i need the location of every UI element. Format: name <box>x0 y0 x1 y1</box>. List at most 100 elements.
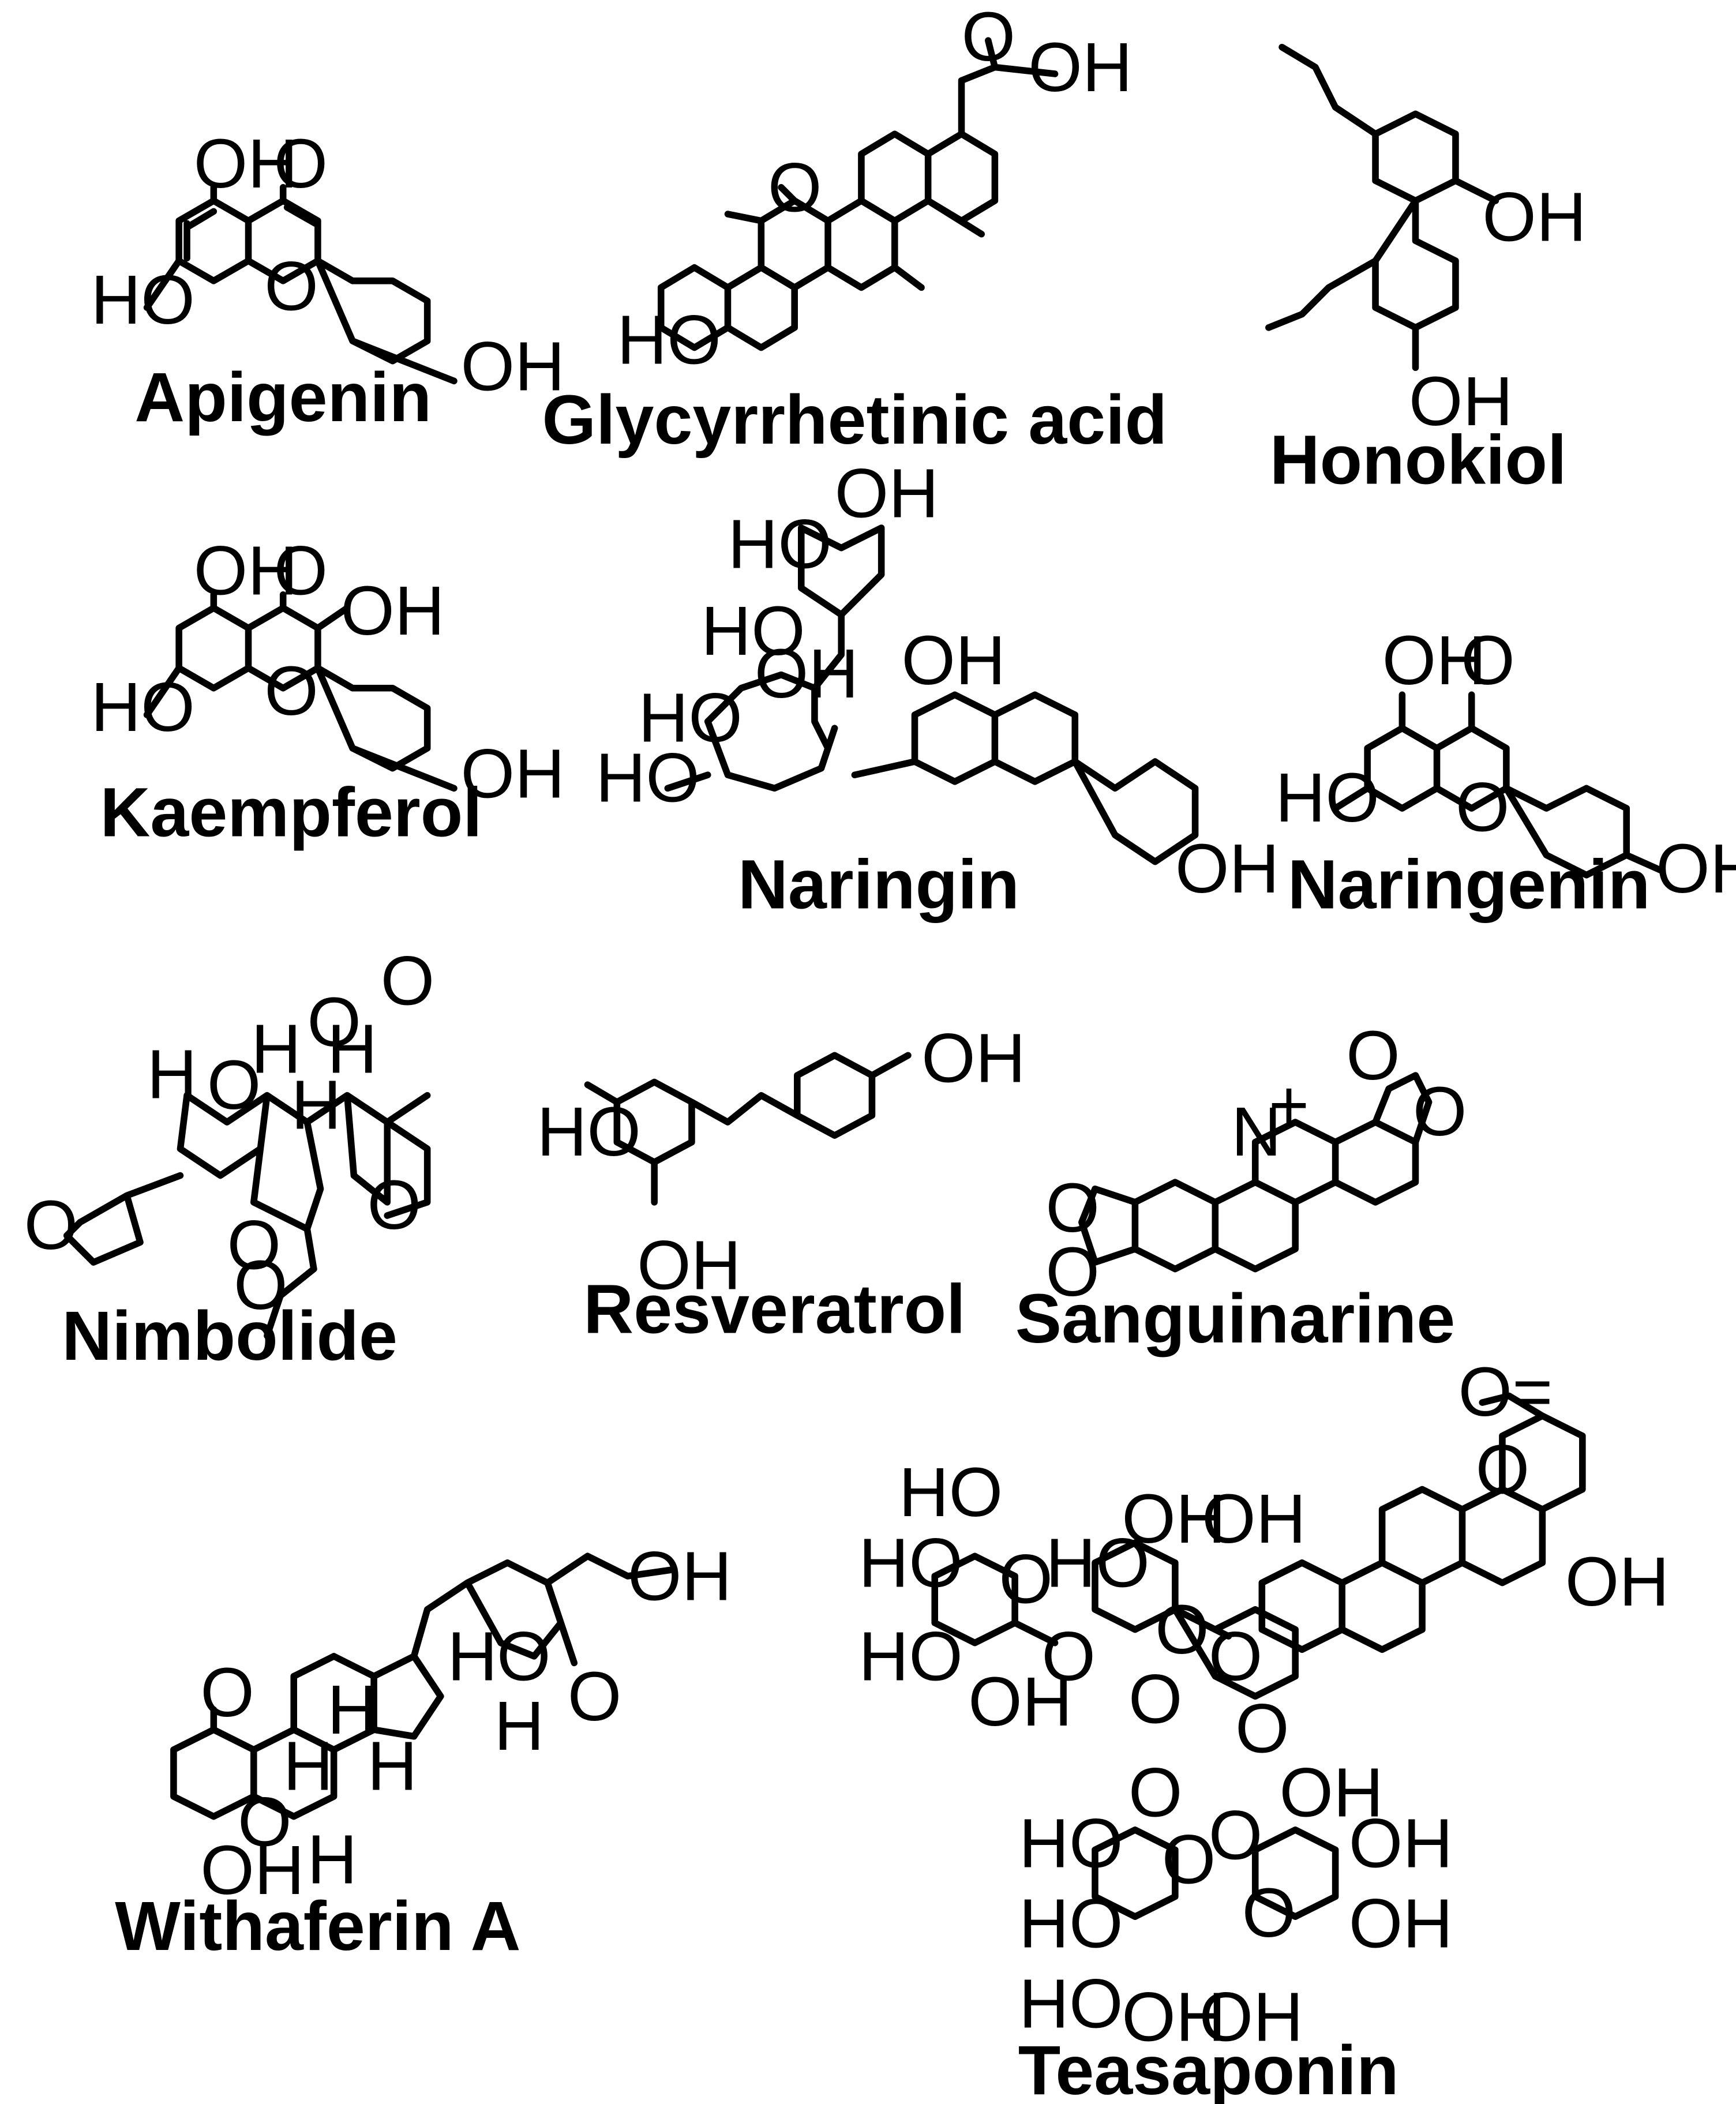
compound-name-withaferin-a: Withaferin A <box>115 1887 520 1965</box>
compound-name-naringin: Naringin <box>738 846 1019 924</box>
atom-ho: HO <box>728 505 832 583</box>
atom-ho: HO <box>1019 1884 1123 1962</box>
atom-o: O <box>200 1653 254 1731</box>
atom-o: O <box>1413 1072 1467 1150</box>
compound-name-nimbolide: Nimbolide <box>62 1297 398 1375</box>
atom-oh: OH <box>1199 1978 1304 2056</box>
atom-o: O <box>1128 1754 1183 1832</box>
atom-oh: OH <box>968 1663 1073 1741</box>
atom-o: O <box>497 1618 551 1696</box>
atom-o: O <box>273 125 328 202</box>
atom-o: O <box>568 1657 622 1735</box>
atom-o: O <box>962 0 1016 76</box>
atom-o: O <box>1346 1017 1400 1094</box>
atom-o: O <box>1045 1233 1100 1311</box>
atom-oh: OH <box>461 735 565 813</box>
atom-o: O <box>1209 1618 1263 1696</box>
atom-oh: OH <box>637 1226 741 1304</box>
atom-o: O <box>234 1246 288 1324</box>
atom-o: O <box>207 1046 261 1124</box>
atom-h: H <box>327 1010 377 1087</box>
atom-ho: HO <box>91 261 195 339</box>
atom-h: H <box>291 1066 342 1144</box>
atom-o: O <box>1242 1874 1296 1952</box>
structure-resveratrol: HO OH OH Resveratrol <box>537 1019 1025 1348</box>
structure-withaferin-a: OH O O H H O H H H O OH H Withaferin A <box>115 1537 732 1965</box>
compound-name-apigenin: Apigenin <box>134 358 432 436</box>
atom-oh: OH <box>901 621 1006 699</box>
atom-oh: OH <box>200 1831 305 1909</box>
atom-o: O <box>273 532 328 610</box>
atom-ho: HO <box>537 1093 641 1171</box>
atom-oh: OH <box>835 454 939 532</box>
atom-charge: + <box>1269 1066 1309 1144</box>
compound-name-sanguinarine: Sanguinarine <box>1015 1280 1455 1357</box>
atom-oh: OH <box>1656 830 1736 907</box>
atom-o: O <box>227 1206 281 1284</box>
atom-oh: OH <box>194 532 298 610</box>
compound-name-honokiol: Honokiol <box>1270 421 1567 499</box>
compound-name-resveratrol: Resveratrol <box>583 1270 965 1348</box>
atom-o: O <box>24 1186 78 1264</box>
atom-ho: HO <box>91 668 195 746</box>
compound-name-glycyrrhetinic-acid: Glycyrrhetinic acid <box>542 381 1167 459</box>
atom-oh: OH <box>1349 1884 1453 1962</box>
atom-h: H <box>368 1727 418 1805</box>
atom-oh: OH <box>1349 1805 1453 1882</box>
structure-kaempferol: OH O OH HO O OH Kaempferol <box>91 532 565 852</box>
atom-ho: HO <box>617 301 721 378</box>
atom-oh: OH <box>1202 1480 1306 1558</box>
atom-ho: HO <box>638 678 743 756</box>
structure-nimbolide: O O H O H H H O O O O Nimbolide <box>24 942 435 1375</box>
atom-o: O <box>1162 1820 1216 1898</box>
structure-honokiol: OH OH Honokiol <box>1265 43 1587 499</box>
atom-o: O <box>264 247 318 325</box>
compound-name-kaempferol: Kaempferol <box>100 774 482 852</box>
atom-h: H <box>494 1687 544 1765</box>
atom-ho: HO <box>1019 1805 1123 1882</box>
atom-oh: OH <box>340 572 445 650</box>
atom-h: H <box>251 1010 301 1087</box>
atom-h: H <box>307 1820 357 1898</box>
atom-o: O <box>264 652 318 730</box>
atom-o: O <box>1045 1169 1100 1247</box>
atom-ho: HO <box>1019 1964 1123 2042</box>
compound-name-naringenin: Naringenin <box>1288 846 1651 924</box>
atom-h: H <box>147 1035 197 1113</box>
atom-o: O <box>1476 1430 1530 1508</box>
atom-o: O <box>1461 621 1515 699</box>
atom-o: O <box>1456 768 1510 846</box>
atom-ho: HO <box>1275 759 1379 837</box>
atom-oh: OH <box>755 635 859 712</box>
structure-naringin: OH HO HO OH HO HO OH OH Naringin <box>595 454 1279 923</box>
structure-apigenin: OH O HO O OH Apigenin <box>91 125 565 436</box>
atom-oh: OH <box>194 125 298 202</box>
atom-oh: OH <box>1028 28 1133 106</box>
atom-oh: OH <box>1279 1754 1383 1832</box>
compound-name-teasaponin: Teasaponin <box>1018 2031 1399 2104</box>
atom-ho: HO <box>858 1618 963 1696</box>
atom-o: O <box>1209 1797 1263 1874</box>
atom-oh: OH <box>628 1537 732 1615</box>
atom-ho: HO <box>595 739 700 817</box>
atom-ho: HO <box>899 1453 1003 1531</box>
atom-o: O <box>238 1783 292 1861</box>
atom-ho: HO <box>858 1524 963 1602</box>
atom-oh: OH <box>1122 1480 1226 1558</box>
structure-glycyrrhetinic-acid: O OH O HO Glycyrrhetinic acid <box>542 0 1167 459</box>
atom-o-eq: O= <box>1458 1353 1553 1431</box>
atom-h: H <box>327 1671 377 1749</box>
atom-n-plus: N <box>1231 1093 1281 1171</box>
atom-oh: OH <box>921 1019 1026 1097</box>
atom-o: O <box>1041 1618 1096 1696</box>
atom-o: O <box>1128 1660 1183 1738</box>
atom-o: O <box>1155 1591 1209 1668</box>
atom-o: O <box>381 942 435 1019</box>
atom-oh: OH <box>1409 362 1513 440</box>
structure-teasaponin: O= O OH HO HO HO OH O O HO OH OH O O O O… <box>858 1353 1669 2104</box>
atom-oh: OH <box>1482 178 1587 256</box>
atom-h: H <box>283 1727 333 1805</box>
atom-oh: OH <box>1382 621 1487 699</box>
atom-oh: OH <box>1122 1978 1226 2056</box>
